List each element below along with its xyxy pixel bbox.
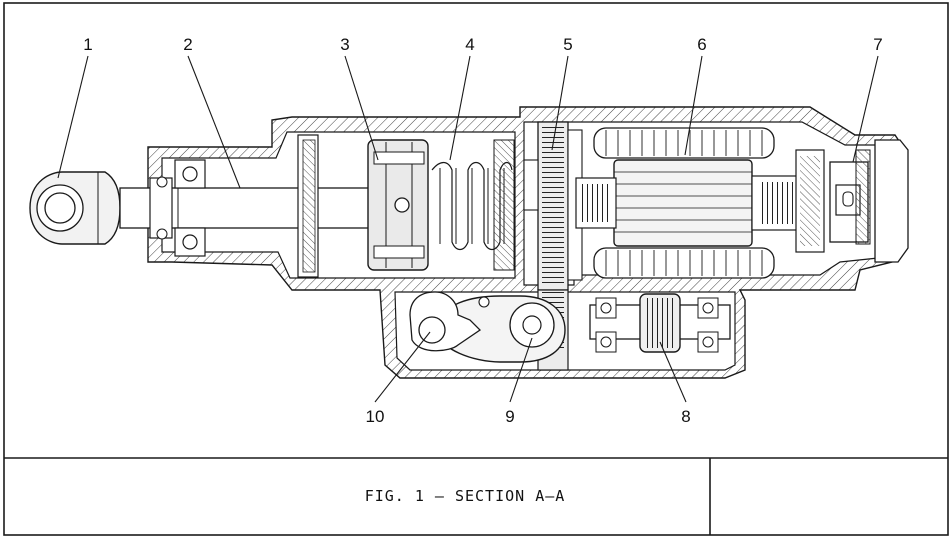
brush-holder <box>830 150 870 244</box>
callout-8: 8 <box>681 407 690 426</box>
guide-ring <box>298 135 318 277</box>
piston <box>368 140 428 270</box>
callout-1: 1 <box>83 35 92 54</box>
figure-caption: FIG. 1 — SECTION A—A <box>365 487 566 505</box>
callout-3: 3 <box>340 35 349 54</box>
callout-4: 4 <box>465 35 474 54</box>
callout-2: 2 <box>183 35 192 54</box>
callout-6: 6 <box>697 35 706 54</box>
callout-5: 5 <box>563 35 572 54</box>
callout-10: 10 <box>366 407 385 426</box>
callout-7: 7 <box>873 35 882 54</box>
rod-end-eye <box>30 172 120 244</box>
callout-9: 9 <box>505 407 514 426</box>
